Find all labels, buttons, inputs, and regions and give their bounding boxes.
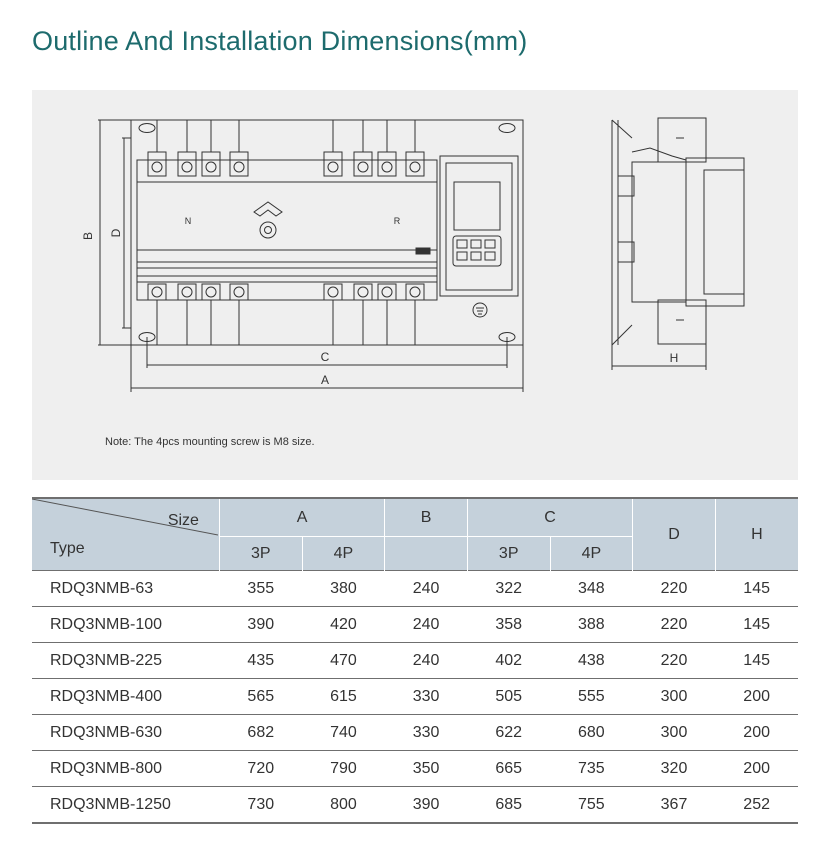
cell-h: 145	[715, 570, 798, 607]
side-view	[611, 117, 745, 370]
cell-c-4p: 438	[550, 642, 633, 679]
cell-c-3p: 622	[467, 714, 551, 751]
cell-c-3p: 685	[467, 786, 551, 824]
cell-a-4p: 420	[302, 606, 385, 643]
cell-c-4p: 680	[550, 714, 633, 751]
cell-a-3p: 720	[219, 750, 303, 787]
header-a: A	[218, 497, 385, 537]
cell-a-3p: 390	[219, 606, 303, 643]
side-r-label: R	[394, 216, 401, 226]
cell-b: 330	[384, 678, 468, 715]
dim-h-label: H	[670, 351, 679, 365]
header-a-3p: 3P	[218, 536, 303, 571]
front-view	[98, 119, 524, 392]
cell-a-3p: 682	[219, 714, 303, 751]
cell-b: 240	[384, 606, 468, 643]
cell-a-4p: 615	[302, 678, 385, 715]
cell-c-4p: 555	[550, 678, 633, 715]
operating-knob	[253, 201, 283, 239]
table-row: RDQ3NMB-800 720 790 350 665 735 320 200	[32, 750, 798, 787]
cell-d: 367	[632, 786, 716, 824]
cell-type: RDQ3NMB-225	[32, 642, 220, 679]
indicator	[415, 247, 431, 255]
dim-a-label: A	[321, 373, 329, 387]
table-row: RDQ3NMB-63 355 380 240 322 348 220 145	[32, 570, 798, 607]
page-title: Outline And Installation Dimensions(mm)	[32, 26, 528, 56]
outline-drawing: B D C A N R H	[81, 117, 745, 392]
cell-a-4p: 740	[302, 714, 385, 751]
table-row: RDQ3NMB-100 390 420 240 358 388 220 145	[32, 606, 798, 643]
cell-a-3p: 565	[219, 678, 303, 715]
cell-type: RDQ3NMB-63	[32, 570, 220, 607]
header-d: D	[632, 497, 716, 571]
cell-h: 145	[715, 606, 798, 643]
outline-drawing-panel: B D C A N R H Note: The 4pcs mounting sc…	[32, 90, 798, 480]
dimensions-table: Size Type A B C D H 3P 4P 3P 4P RDQ3NMB-…	[32, 497, 798, 824]
corner-header: Size Type	[32, 497, 220, 571]
cell-a-4p: 800	[302, 786, 385, 824]
cell-b: 330	[384, 714, 468, 751]
cell-a-3p: 435	[219, 642, 303, 679]
size-header-label: Size	[167, 512, 199, 529]
dim-b-label: B	[81, 232, 95, 240]
cell-a-4p: 790	[302, 750, 385, 787]
cell-d: 300	[632, 678, 716, 715]
cell-c-3p: 402	[467, 642, 551, 679]
header-c-4p: 4P	[549, 536, 633, 571]
cell-c-3p: 665	[467, 750, 551, 787]
cell-a-3p: 730	[219, 786, 303, 824]
cell-c-4p: 755	[550, 786, 633, 824]
cell-a-3p: 355	[219, 570, 303, 607]
cell-type: RDQ3NMB-400	[32, 678, 220, 715]
type-header-label: Type	[50, 540, 85, 557]
cell-type: RDQ3NMB-630	[32, 714, 220, 751]
cell-d: 320	[632, 750, 716, 787]
cell-d: 220	[632, 570, 716, 607]
header-a-4p: 4P	[301, 536, 385, 571]
mounting-hole	[498, 123, 516, 133]
cell-c-4p: 735	[550, 750, 633, 787]
top-terminals	[147, 120, 425, 177]
header-b: B	[384, 497, 468, 537]
cell-b: 240	[384, 642, 468, 679]
cell-c-4p: 388	[550, 606, 633, 643]
cell-c-3p: 505	[467, 678, 551, 715]
cell-d: 220	[632, 642, 716, 679]
cell-c-3p: 358	[467, 606, 551, 643]
table-row: RDQ3NMB-225 435 470 240 402 438 220 145	[32, 642, 798, 679]
header-b-sub	[384, 536, 468, 571]
bottom-terminals	[147, 283, 425, 345]
cell-h: 200	[715, 714, 798, 751]
side-n-label: N	[185, 216, 192, 226]
cell-c-3p: 322	[467, 570, 551, 607]
cell-type: RDQ3NMB-100	[32, 606, 220, 643]
table-row: RDQ3NMB-1250 730 800 390 685 755 367 252	[32, 786, 798, 824]
cell-d: 300	[632, 714, 716, 751]
cell-type: RDQ3NMB-800	[32, 750, 220, 787]
cell-b: 350	[384, 750, 468, 787]
header-c-3p: 3P	[466, 536, 551, 571]
cell-b: 390	[384, 786, 468, 824]
table-row: RDQ3NMB-400 565 615 330 505 555 300 200	[32, 678, 798, 715]
switch-body	[136, 159, 438, 301]
table-row: RDQ3NMB-630 682 740 330 622 680 300 200	[32, 714, 798, 751]
cell-d: 220	[632, 606, 716, 643]
controller-unit	[439, 155, 519, 318]
cell-type: RDQ3NMB-1250	[32, 786, 220, 824]
cell-h: 200	[715, 678, 798, 715]
cell-b: 240	[384, 570, 468, 607]
mounting-note: Note: The 4pcs mounting screw is M8 size…	[105, 436, 315, 448]
cell-h: 145	[715, 642, 798, 679]
cell-c-4p: 348	[550, 570, 633, 607]
mounting-hole	[138, 123, 156, 133]
header-c: C	[466, 497, 633, 537]
mounting-plate	[130, 119, 524, 346]
dim-d-label: D	[109, 228, 123, 237]
cell-a-4p: 380	[302, 570, 385, 607]
header-h: H	[714, 497, 798, 571]
cell-h: 200	[715, 750, 798, 787]
dim-c-label: C	[321, 350, 330, 364]
cell-a-4p: 470	[302, 642, 385, 679]
cell-h: 252	[715, 786, 798, 824]
